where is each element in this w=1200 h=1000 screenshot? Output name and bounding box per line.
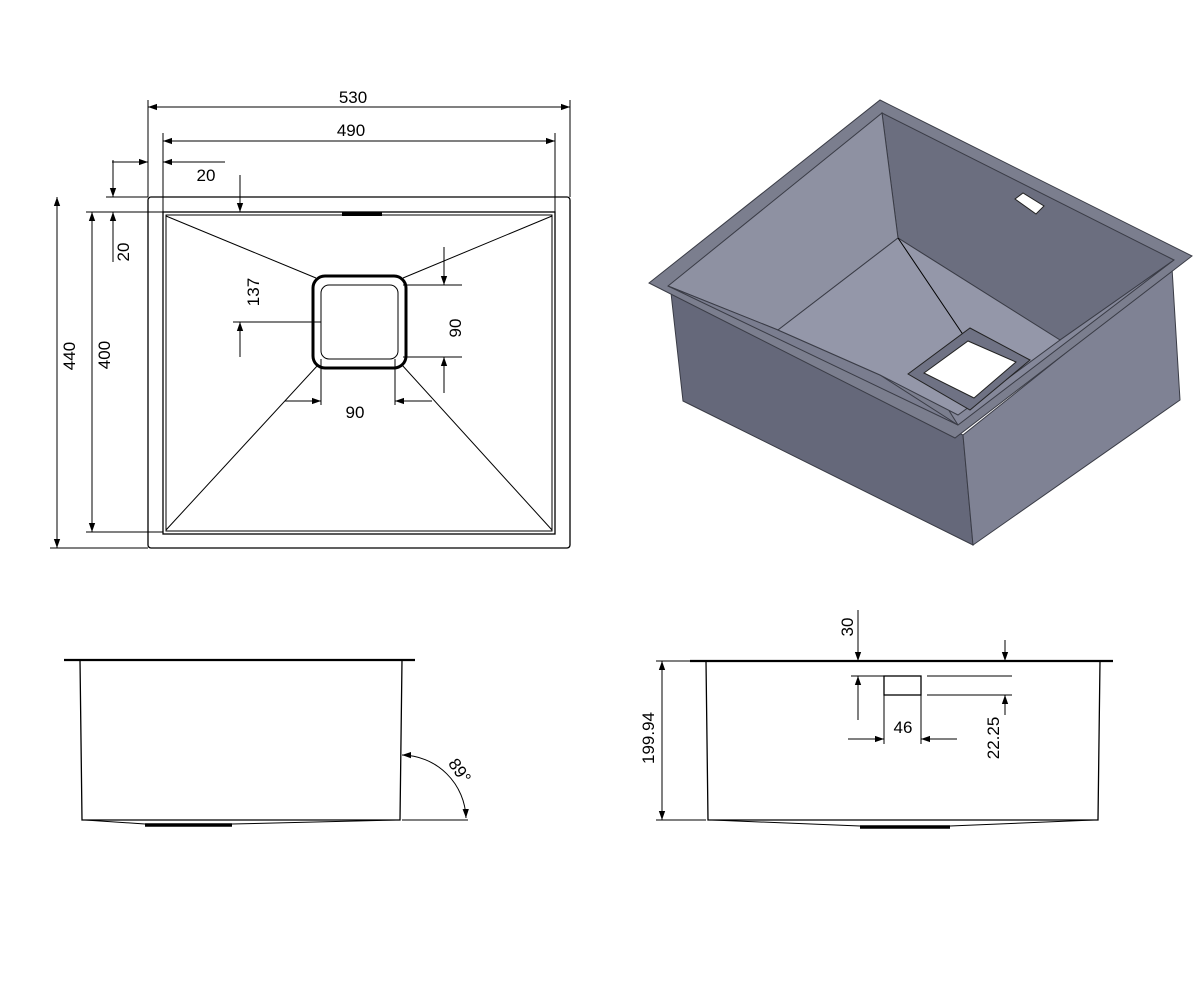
slope-line-top-right: [402, 215, 553, 279]
side-view: 199.94 30 46 22.25: [639, 610, 1113, 829]
dim-label-20-vertical: 20: [114, 243, 133, 262]
top-view-overflow-slot: [342, 212, 382, 216]
top-view: 530 490 20 20 440 400 137 90: [50, 88, 571, 549]
side-view-overflow-slot: [883, 675, 922, 696]
dim-label-22-25: 22.25: [984, 717, 1003, 760]
top-view-outer-rim: [147, 196, 571, 549]
top-view-bowl-floor: [165, 214, 553, 532]
dim-label-137: 137: [244, 278, 263, 306]
slope-line-bottom-left: [165, 364, 319, 531]
slope-line-bottom-right: [401, 364, 553, 531]
iso-drain-hole: [923, 340, 1017, 399]
dim-label-46: 46: [894, 718, 913, 737]
dim-label-30: 30: [838, 618, 857, 637]
slope-line-top-left: [165, 215, 317, 279]
drain-outer: [311, 274, 408, 370]
dim-label-440: 440: [60, 342, 79, 370]
angle-arc-89: [401, 751, 469, 819]
dim-label-400: 400: [95, 341, 114, 369]
side-view-body: [705, 660, 1101, 821]
dim-label-530: 530: [339, 88, 367, 107]
top-view-bowl-edge: [162, 211, 556, 535]
angle-label-89: 89°: [444, 755, 474, 787]
iso-overflow-slot: [1014, 192, 1045, 215]
dim-label-90-horizontal: 90: [346, 403, 365, 422]
dim-label-20-horizontal: 20: [197, 166, 216, 185]
dim-label-199-94: 199.94: [639, 712, 658, 764]
front-view-body: [79, 659, 403, 821]
drain-inner: [320, 284, 399, 360]
dim-label-490: 490: [337, 121, 365, 140]
dim-label-90-vertical: 90: [446, 319, 465, 338]
isometric-view: [648, 99, 1193, 546]
front-view: 89°: [64, 658, 475, 827]
